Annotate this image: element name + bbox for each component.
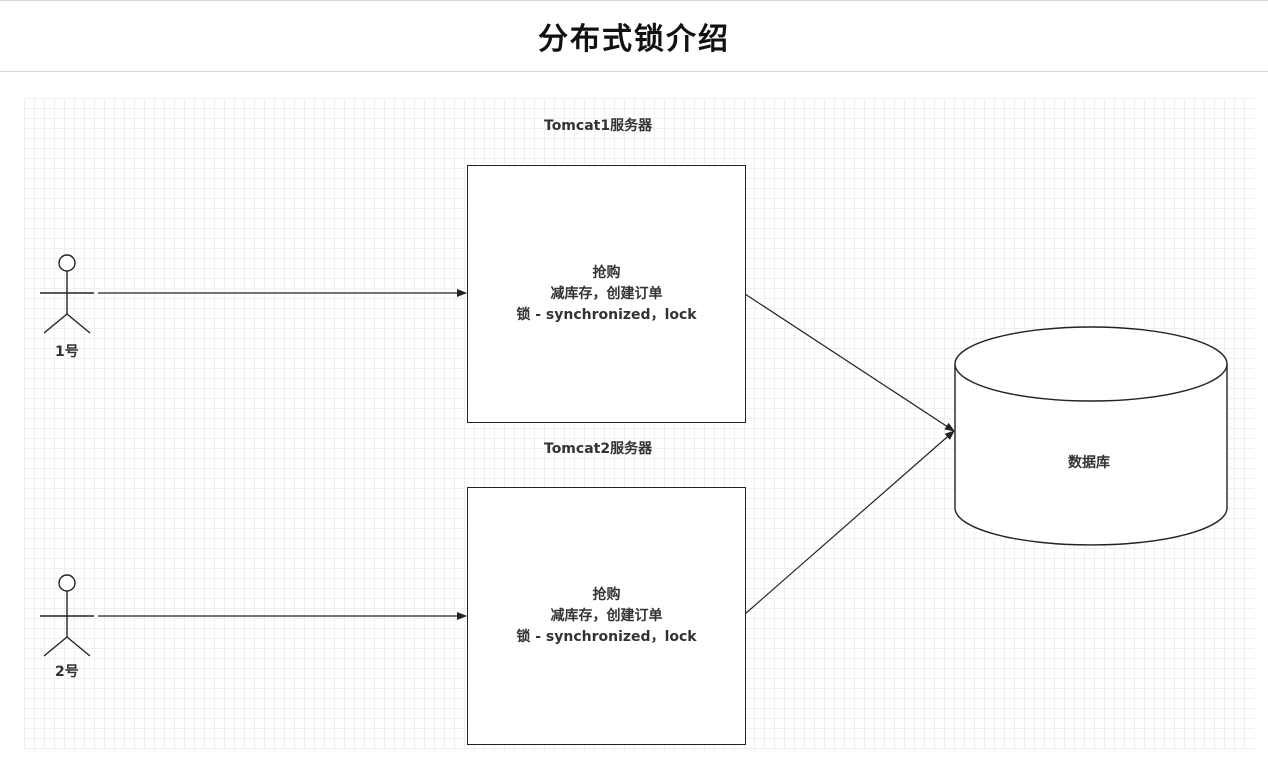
actor-1-label: 1号 [55,344,79,360]
server-1-line-1: 抢购 [592,264,621,281]
arrow-server2-to-database [744,430,955,615]
server-1-line-3: 锁 - synchronized，lock [516,306,697,323]
server-2-label: Tomcat2服务器 [544,441,653,457]
title-bar: 分布式锁介绍 [0,0,1268,72]
arrow-server1-to-database [744,293,955,432]
actor-2-figure [40,574,94,657]
actor-1-figure [40,254,94,334]
server-2-box[interactable]: 抢购 减库存，创建订单 锁 - synchronized，lock [467,487,746,745]
server-2-line-2: 减库存，创建订单 [550,607,663,624]
server-1-label: Tomcat1服务器 [544,118,653,134]
server-1-line-2: 减库存，创建订单 [550,285,663,302]
server-2-line-3: 锁 - synchronized，lock [516,628,697,645]
server-2-line-1: 抢购 [592,586,621,603]
page-title: 分布式锁介绍 [538,22,730,57]
actor-2-label: 2号 [55,664,79,680]
database-label: 数据库 [1068,455,1110,471]
server-1-box[interactable]: 抢购 减库存，创建订单 锁 - synchronized，lock [467,165,746,423]
database-cylinder [954,326,1228,546]
